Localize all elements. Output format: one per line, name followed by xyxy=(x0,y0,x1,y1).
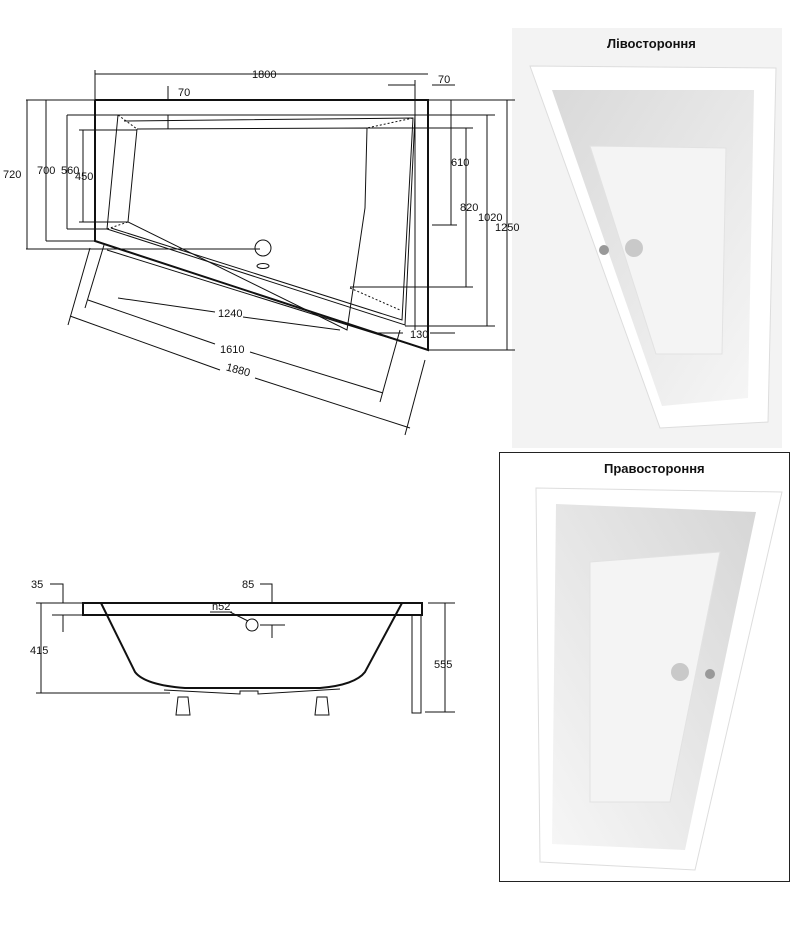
dim-1020: 1020 xyxy=(478,212,502,224)
overflow-circle xyxy=(254,239,272,257)
dim-70-side: 70 xyxy=(438,74,450,86)
tub-rim-profile xyxy=(82,602,423,616)
dim-85: 85 xyxy=(242,579,254,591)
plan-view-drawing: 1800 70 70 720 700 560 450 610 820 1020 … xyxy=(3,69,519,436)
dim-70-rim: 70 xyxy=(178,87,190,99)
dim-n52: n52 xyxy=(212,601,230,613)
dim-1800: 1800 xyxy=(252,69,276,81)
dim-450: 450 xyxy=(75,171,93,183)
dim-610: 610 xyxy=(451,157,469,169)
front-panel xyxy=(411,614,422,714)
tub-basin-profile xyxy=(100,602,403,689)
dim-720: 720 xyxy=(3,169,21,181)
left-hand-tub-photo xyxy=(512,28,782,448)
dim-1880: 1880 xyxy=(225,362,252,380)
overflow-circle-side xyxy=(245,618,259,632)
right-hand-photo-frame xyxy=(499,452,790,882)
dim-35: 35 xyxy=(31,579,43,591)
dim-560: 560 xyxy=(61,165,79,177)
overflow-icon xyxy=(671,663,689,681)
tub-leg-right xyxy=(314,696,330,716)
dim-555: 555 xyxy=(434,659,452,671)
dim-1610: 1610 xyxy=(220,344,244,356)
drain-valve-icon xyxy=(599,245,609,255)
dim-820: 820 xyxy=(460,202,478,214)
tub-basin xyxy=(127,127,368,331)
drain-valve-icon xyxy=(705,669,715,679)
dim-1250: 1250 xyxy=(495,222,519,234)
right-hand-label: Правостороння xyxy=(604,461,705,476)
dim-415: 415 xyxy=(30,645,48,657)
drain-icon xyxy=(256,263,270,269)
right-hand-tub-photo xyxy=(535,487,783,871)
tub-leg-left xyxy=(175,696,191,716)
overflow-icon xyxy=(625,239,643,257)
dim-700: 700 xyxy=(37,165,55,177)
dim-1240: 1240 xyxy=(218,308,242,320)
left-hand-label: Лівостороння xyxy=(607,36,696,51)
dim-130: 130 xyxy=(410,329,428,341)
side-view-drawing: n52 35 85 415 555 xyxy=(30,579,455,716)
tub-rim xyxy=(106,114,416,326)
